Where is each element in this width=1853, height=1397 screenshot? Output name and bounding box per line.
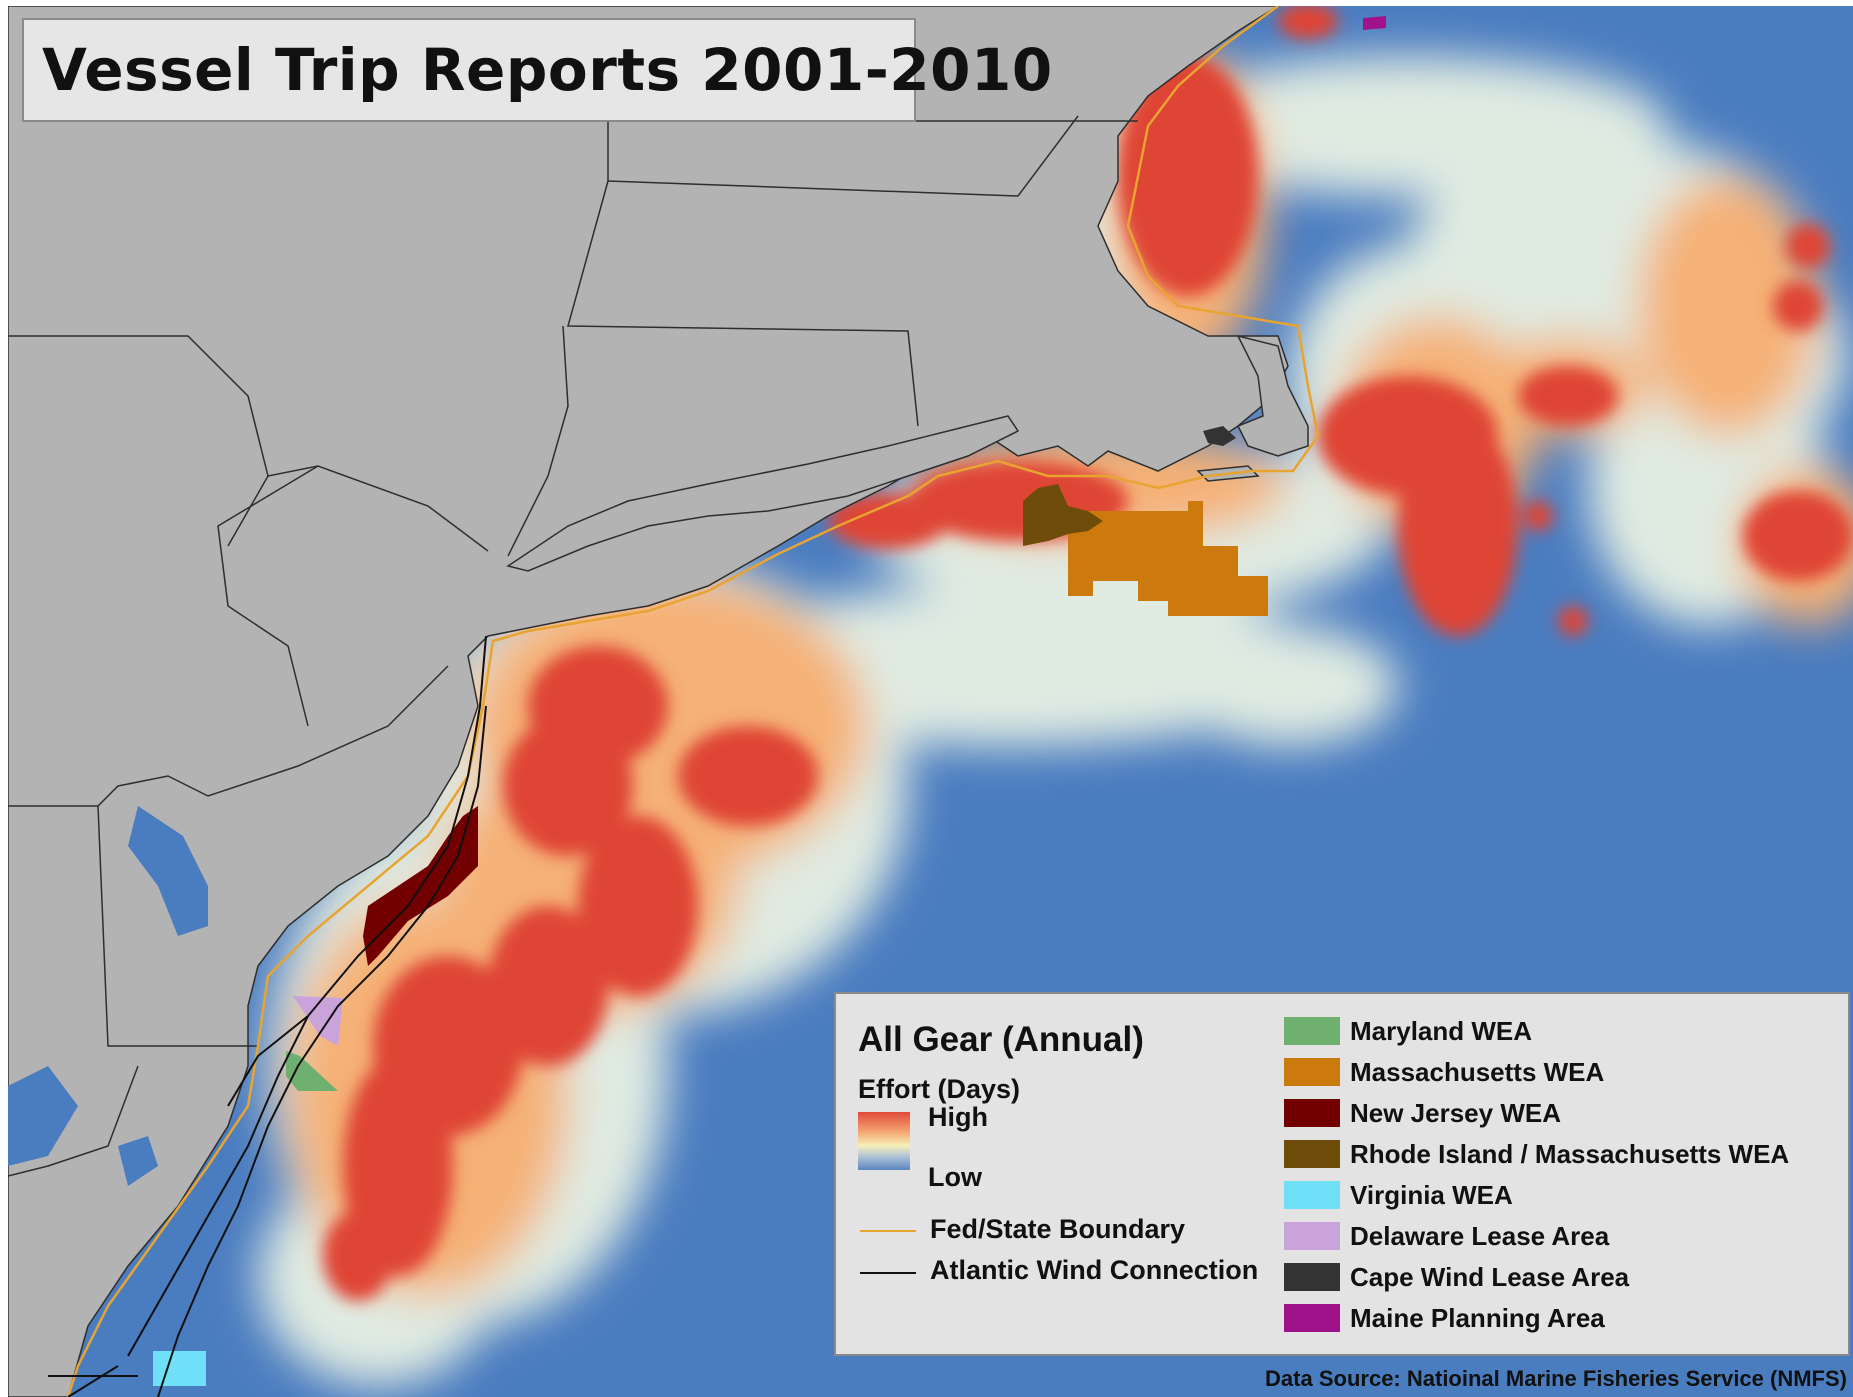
legend-item-cape-wind-lease-area: Cape Wind Lease Area	[1284, 1262, 1629, 1292]
ramp-low-label: Low	[928, 1162, 982, 1192]
map-frame[interactable]: Vessel Trip Reports 2001-2010 All Gear (…	[8, 6, 1853, 1397]
legend-item-maryland-wea: Maryland WEA	[1284, 1016, 1532, 1046]
rhode-island-massachusetts-wea	[1023, 484, 1103, 546]
rhode-island-massachusetts-wea-label: Rhode Island / Massachusetts WEA	[1350, 1138, 1790, 1169]
massachusetts-wea-label: Massachusetts WEA	[1350, 1056, 1605, 1087]
virginia-wea	[153, 1351, 206, 1386]
ramp-high-label: High	[928, 1102, 988, 1132]
long-island	[506, 415, 1020, 572]
legend-item-delaware-lease-area: Delaware Lease Area	[1284, 1221, 1609, 1251]
massachusetts-wea-swatch	[1284, 1058, 1340, 1086]
legend-item-new-jersey-wea: New Jersey WEA	[1284, 1098, 1561, 1128]
map-title-box: Vessel Trip Reports 2001-2010	[22, 18, 1052, 122]
legend-subtitle: Effort (Days)	[858, 1074, 1021, 1104]
atlantic-wind-connection-swatch	[860, 1272, 916, 1274]
virginia-wea-label: Virginia WEA	[1350, 1179, 1513, 1210]
new-jersey-wea-label: New Jersey WEA	[1350, 1097, 1561, 1128]
maine-planning-area	[1363, 16, 1386, 30]
delaware-lease-area-swatch	[1284, 1222, 1340, 1250]
legend-item-virginia-wea: Virginia WEA	[1284, 1180, 1513, 1210]
fed-state-boundary-swatch	[860, 1230, 916, 1232]
delaware-lease-area-label: Delaware Lease Area	[1350, 1220, 1610, 1251]
maryland-wea-swatch	[1284, 1017, 1340, 1045]
cape-cod	[1236, 334, 1309, 457]
new-jersey-wea-swatch	[1284, 1099, 1340, 1127]
cape-wind-lease-area	[1203, 426, 1236, 446]
maryland-wea	[286, 1051, 338, 1091]
virginia-wea-swatch	[1284, 1181, 1340, 1209]
atlantic-wind-connection	[48, 635, 487, 1397]
us-mainland	[8, 6, 1289, 1397]
rhode-island-massachusetts-wea-swatch	[1284, 1140, 1340, 1168]
map-title: Vessel Trip Reports 2001-2010	[42, 36, 1053, 104]
fed-state-boundary	[66, 6, 1320, 1397]
data-source-credit: Data Source: Natioinal Marine Fisheries …	[1265, 1366, 1847, 1391]
fed-state-boundary-label: Fed/State Boundary	[930, 1214, 1186, 1244]
legend-panel: All Gear (Annual) Effort (Days) High Low…	[834, 992, 1850, 1356]
delaware-lease-area	[293, 996, 343, 1046]
legend-item-massachusetts-wea: Massachusetts WEA	[1284, 1057, 1604, 1087]
legend-title: All Gear (Annual)	[858, 1020, 1144, 1059]
effort-color-ramp	[858, 1112, 910, 1170]
cape-wind-lease-area-swatch	[1284, 1263, 1340, 1291]
legend-item-rhode-island-massachusetts-wea: Rhode Island / Massachusetts WEA	[1284, 1139, 1789, 1169]
cape-wind-lease-area-label: Cape Wind Lease Area	[1350, 1261, 1630, 1292]
atlantic-wind-connection-label: Atlantic Wind Connection	[930, 1255, 1259, 1285]
legend-item-maine-planning-area: Maine Planning Area	[1284, 1303, 1605, 1333]
land	[8, 6, 1309, 1397]
massachusetts-wea	[1068, 501, 1268, 616]
fishing-effort-map[interactable]	[8, 6, 1853, 1397]
maine-planning-area-swatch	[1284, 1304, 1340, 1332]
effort-high-layer	[323, 6, 1853, 1301]
maine-planning-area-label: Maine Planning Area	[1350, 1302, 1605, 1333]
maryland-wea-label: Maryland WEA	[1350, 1015, 1533, 1046]
inland-water	[8, 806, 208, 1186]
